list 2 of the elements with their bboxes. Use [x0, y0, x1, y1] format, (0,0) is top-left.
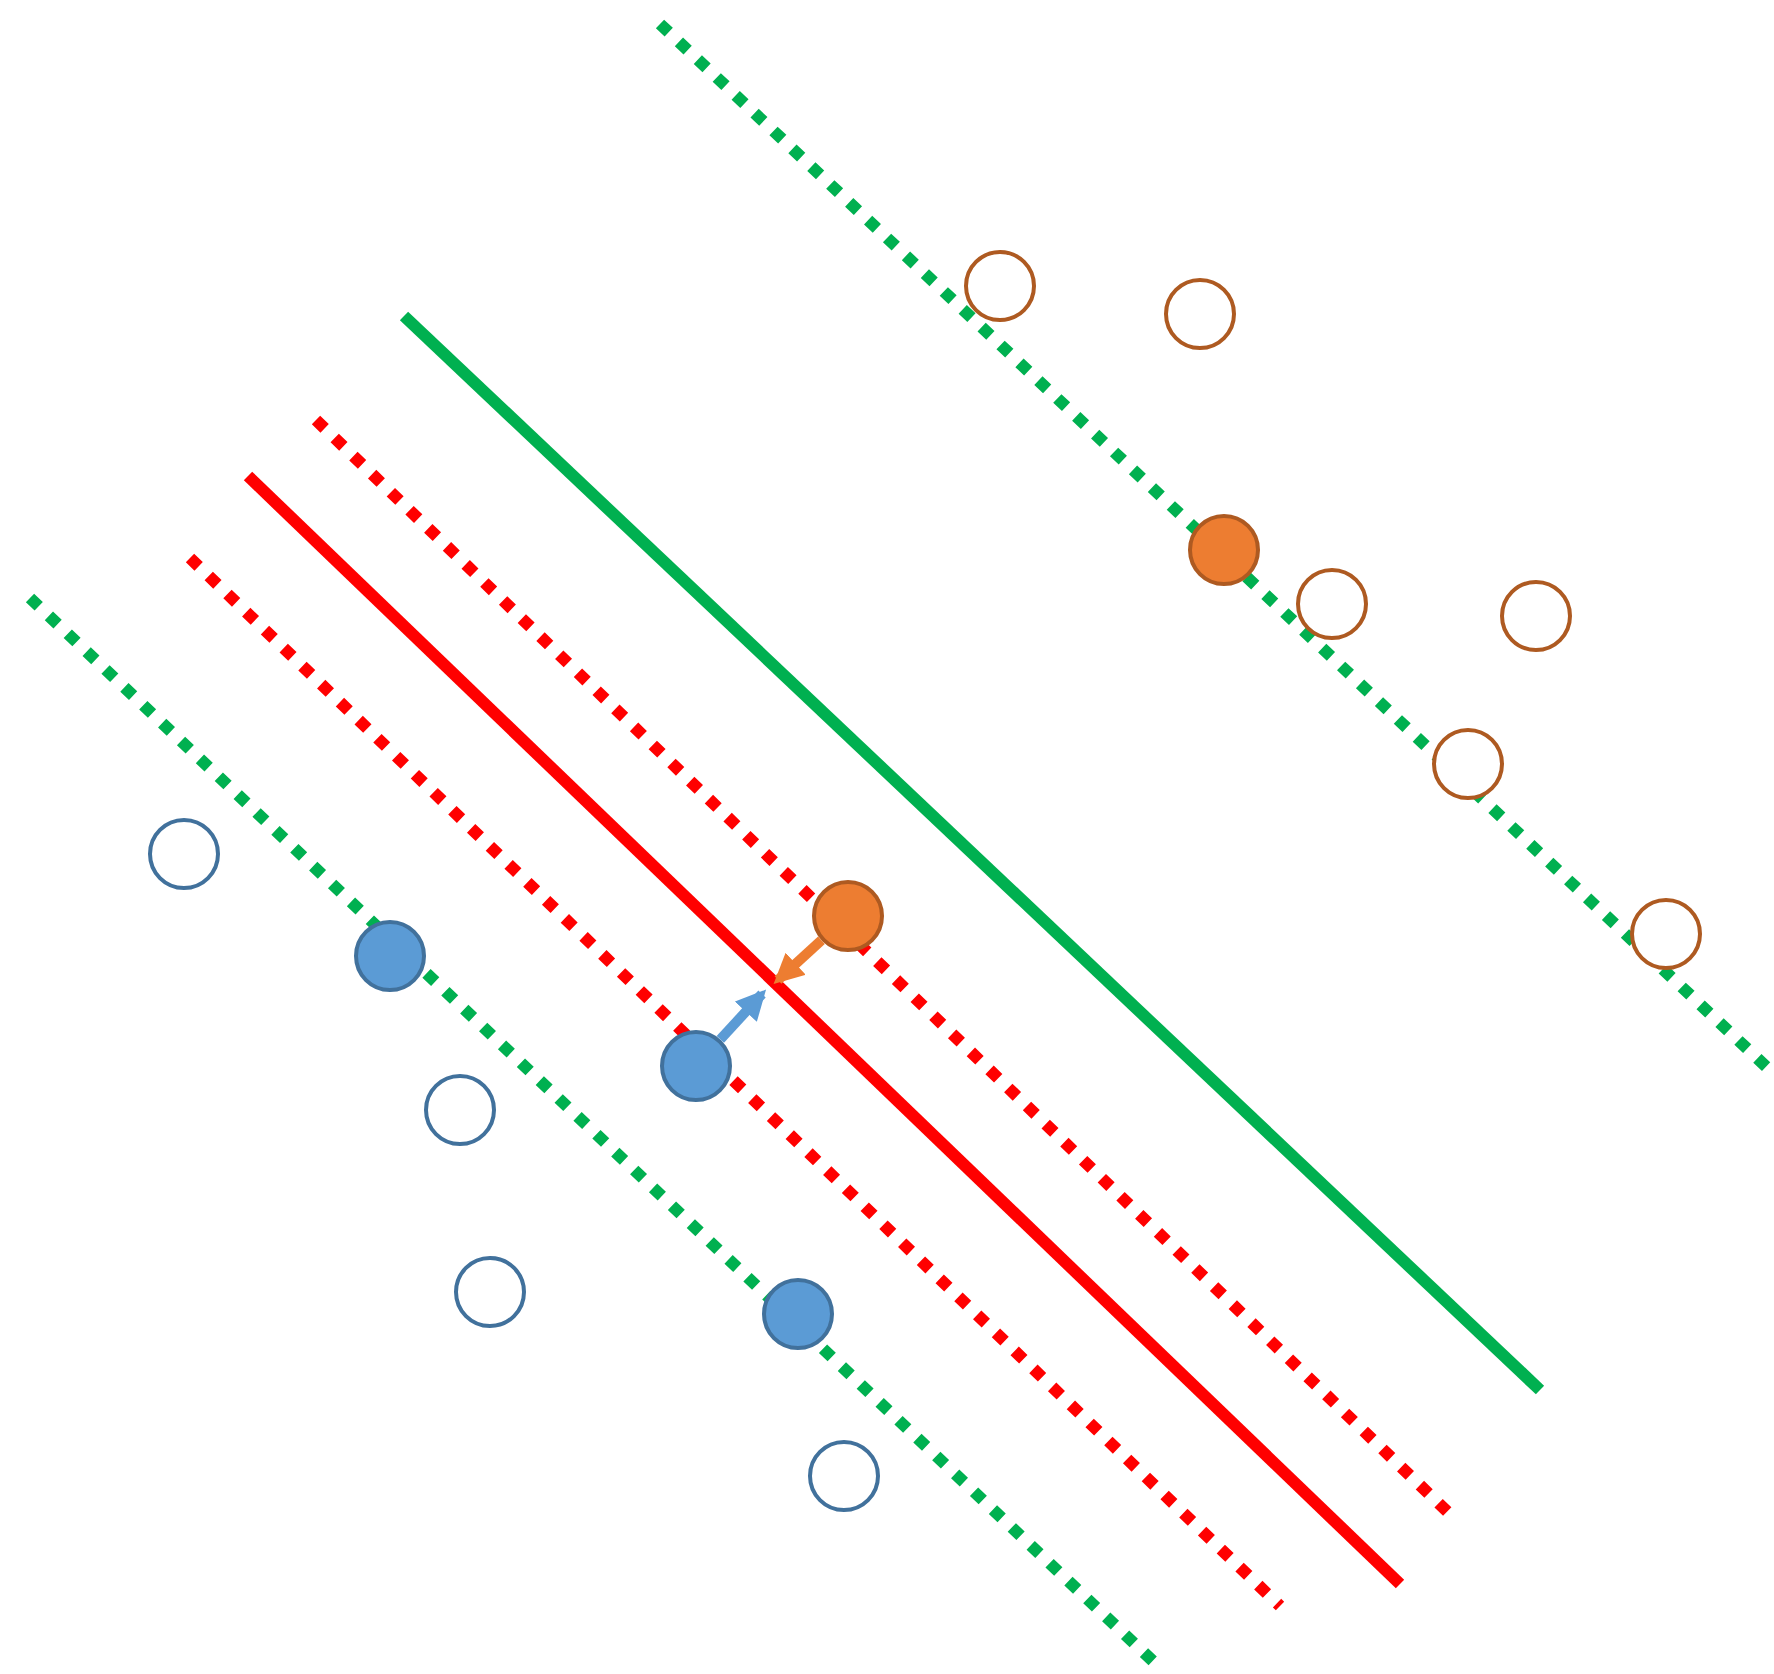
arrow: [773, 936, 825, 985]
arrow: [716, 989, 767, 1043]
